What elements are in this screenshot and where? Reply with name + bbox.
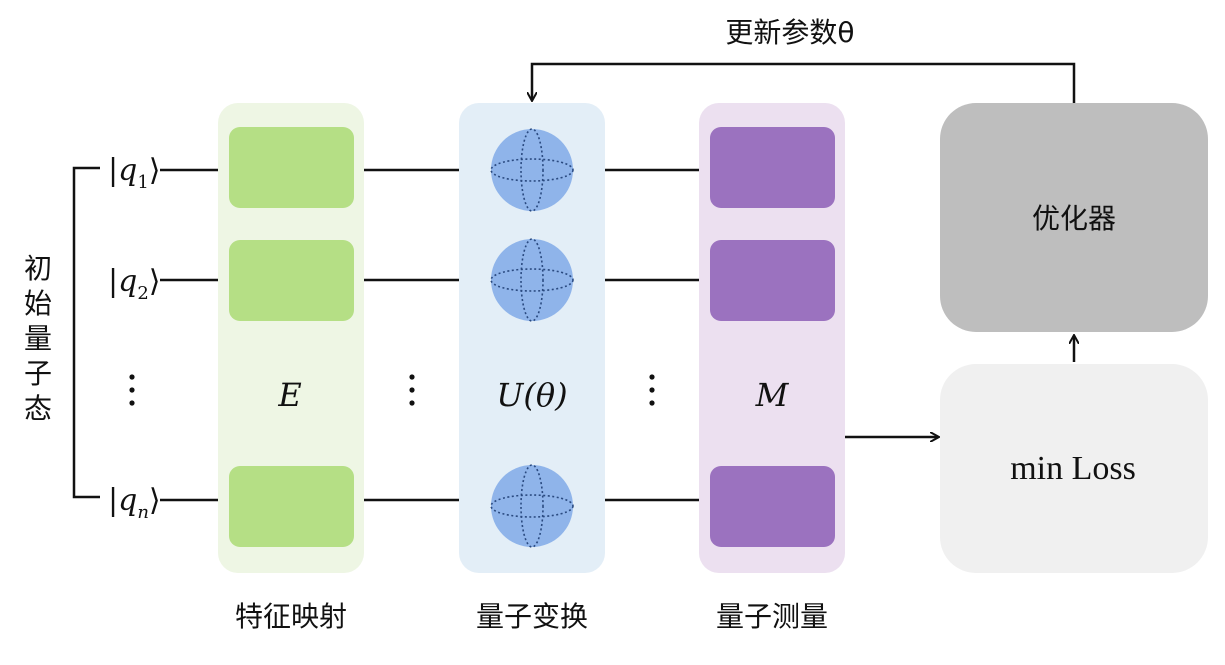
caption-measurement: 量子测量 bbox=[716, 600, 828, 633]
ellipsis-dots bbox=[129, 374, 655, 406]
wires bbox=[160, 168, 700, 502]
measure-gate-2 bbox=[710, 240, 835, 321]
feedback-label: 更新参数θ bbox=[725, 16, 854, 49]
qubit-ket-1: |q1⟩ bbox=[108, 153, 161, 193]
qubit-ket-2: |q2⟩ bbox=[108, 264, 161, 304]
feedback-arrow bbox=[532, 62, 1076, 103]
encoding-gate-2 bbox=[229, 240, 354, 321]
loss-box: min Loss bbox=[940, 364, 1208, 573]
caption-quantum-transform: 量子变换 bbox=[476, 600, 588, 633]
svg-text:|q1⟩: |q1⟩ bbox=[108, 153, 161, 193]
svg-text:|qn⟩: |qn⟩ bbox=[108, 483, 161, 523]
stage-symbol-E: E bbox=[277, 376, 301, 414]
measure-gate-1 bbox=[710, 127, 835, 208]
input-bracket bbox=[72, 166, 100, 499]
stage-feature-map: E bbox=[218, 103, 364, 573]
encoding-gate-n bbox=[229, 466, 354, 547]
loss-label: min Loss bbox=[1010, 450, 1136, 487]
optimizer-box: 优化器 bbox=[940, 103, 1208, 332]
bloch-sphere-icon bbox=[490, 128, 574, 212]
svg-text:|q2⟩: |q2⟩ bbox=[108, 264, 161, 304]
stage-measurement: M bbox=[699, 103, 845, 573]
caption-feature-map: 特征映射 bbox=[235, 600, 347, 633]
encoding-gate-1 bbox=[229, 127, 354, 208]
bloch-sphere-icon bbox=[490, 464, 574, 548]
qubit-ket-n: |qn⟩ bbox=[108, 483, 161, 523]
bloch-sphere-icon bbox=[490, 238, 574, 322]
measure-gate-n bbox=[710, 466, 835, 547]
input-label: 初始量子态 bbox=[24, 252, 52, 425]
stage-quantum-transform: U(θ) bbox=[459, 103, 605, 573]
optimizer-label: 优化器 bbox=[1032, 202, 1116, 235]
stage-symbol-U: U(θ) bbox=[496, 376, 567, 414]
stage-symbol-M: M bbox=[755, 376, 790, 414]
